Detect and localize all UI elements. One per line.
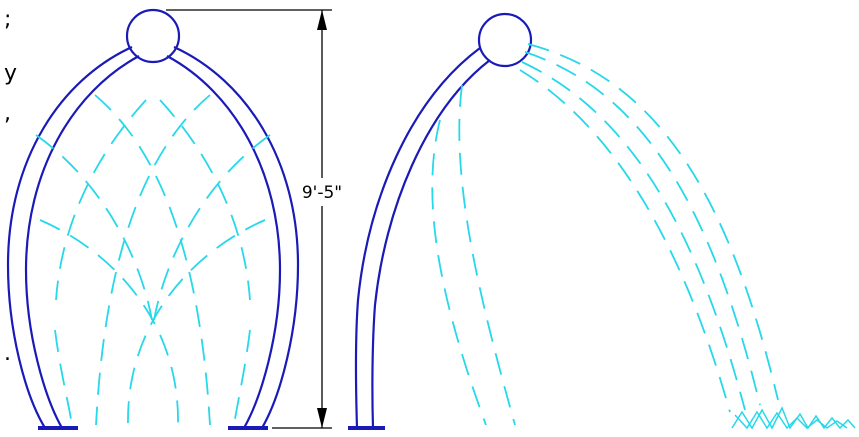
side-view <box>348 12 856 430</box>
front-view <box>6 8 300 430</box>
front-spray-stream <box>95 94 211 426</box>
front-spray-stream <box>94 94 211 426</box>
front-left-leg-inner <box>24 55 140 429</box>
front-spray-stream <box>233 329 251 426</box>
front-right-leg-inner <box>166 55 282 429</box>
side-spray-inner <box>431 119 487 426</box>
front-left-leg-outer <box>6 46 133 429</box>
dimension-label: 9'-5" <box>302 183 342 203</box>
front-spray-stream <box>159 99 251 301</box>
side-splash <box>731 406 856 430</box>
height-dimension: 9'-5" <box>166 9 342 429</box>
edge-text-2: y <box>4 61 17 86</box>
side-splash <box>734 410 848 430</box>
side-water-jet <box>527 43 779 401</box>
side-water-jet <box>524 51 761 406</box>
front-right-leg-outer <box>173 46 300 429</box>
front-spray-stream <box>39 219 179 426</box>
side-nozzle-ball <box>477 12 533 68</box>
side-arch-inner <box>371 59 491 429</box>
edge-text-4: . <box>4 341 11 366</box>
side-spray-inner <box>458 84 516 426</box>
side-water-jet <box>521 61 746 411</box>
front-spray-stream <box>153 134 271 321</box>
front-spray-stream <box>55 99 147 301</box>
front-nozzle-ball <box>125 8 181 64</box>
edge-text-3: , <box>4 101 11 126</box>
front-spray-stream <box>54 329 73 426</box>
edge-text-1: ; <box>4 7 11 32</box>
front-spray-stream <box>35 134 153 321</box>
side-arch-outer <box>354 47 481 429</box>
side-water-jet <box>519 69 731 413</box>
front-spray-stream <box>127 219 266 426</box>
dimension-arrow-down <box>317 408 327 428</box>
dimension-arrow-up <box>317 10 327 30</box>
